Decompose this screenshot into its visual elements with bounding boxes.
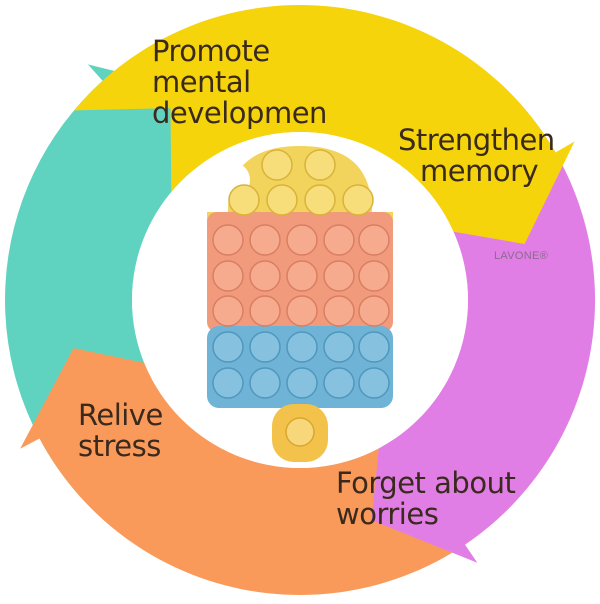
ring-segment-promote [74, 4, 575, 245]
segment-label-line: Strengthen [398, 123, 555, 157]
toy-bubble [286, 367, 318, 399]
brand-logo: LAVONE® [494, 250, 549, 262]
toy-bubble [212, 367, 244, 399]
toy-bubble [323, 295, 355, 327]
toy-bubble [323, 331, 355, 363]
toy-bubble [323, 367, 355, 399]
toy-bubble [249, 367, 281, 399]
segment-label-forget: Forget about worries [336, 466, 516, 531]
toy-bubble [286, 260, 318, 292]
segment-label-relive: Relive stress [78, 400, 163, 462]
toy-bubble [249, 260, 281, 292]
toy-bubble [342, 184, 374, 216]
segment-label-line: Promote [152, 34, 270, 68]
toy-bubble [304, 184, 336, 216]
toy-bubble [323, 260, 355, 292]
toy-bubble [358, 260, 390, 292]
toy-bubble [304, 149, 336, 181]
segment-label-line: stress [78, 429, 161, 463]
toy-bubble [228, 184, 260, 216]
toy-bubble [286, 331, 318, 363]
toy-bubble [285, 417, 315, 447]
segment-label-line: Forget about [336, 466, 516, 500]
toy-bubble [323, 224, 355, 256]
segment-label-line: mental [152, 65, 251, 99]
toy-bubble [249, 331, 281, 363]
segment-label-promote: Promote mental developmen [152, 36, 327, 129]
popsicle-toy-illustration [207, 146, 393, 462]
toy-bubble [286, 224, 318, 256]
toy-bubble [358, 331, 390, 363]
toy-bubble [358, 295, 390, 327]
toy-bubble [358, 367, 390, 399]
segment-label-line: Relive [78, 398, 163, 432]
toy-bubble [249, 295, 281, 327]
toy-bubble [212, 331, 244, 363]
toy-bubble [249, 224, 281, 256]
ring-segment-forget [20, 348, 513, 596]
segment-label-line: worries [336, 497, 439, 531]
toy-bubble [212, 224, 244, 256]
toy-bubble [212, 295, 244, 327]
segment-label-line: developmen [152, 96, 327, 130]
toy-bubble [212, 260, 244, 292]
toy-bubble [358, 224, 390, 256]
toy-bubble [266, 184, 298, 216]
toy-bubble [261, 149, 293, 181]
segment-label-strengthen: Strengthen memory [398, 125, 555, 187]
toy-bubble [286, 295, 318, 327]
segment-label-line: memory [420, 154, 539, 188]
